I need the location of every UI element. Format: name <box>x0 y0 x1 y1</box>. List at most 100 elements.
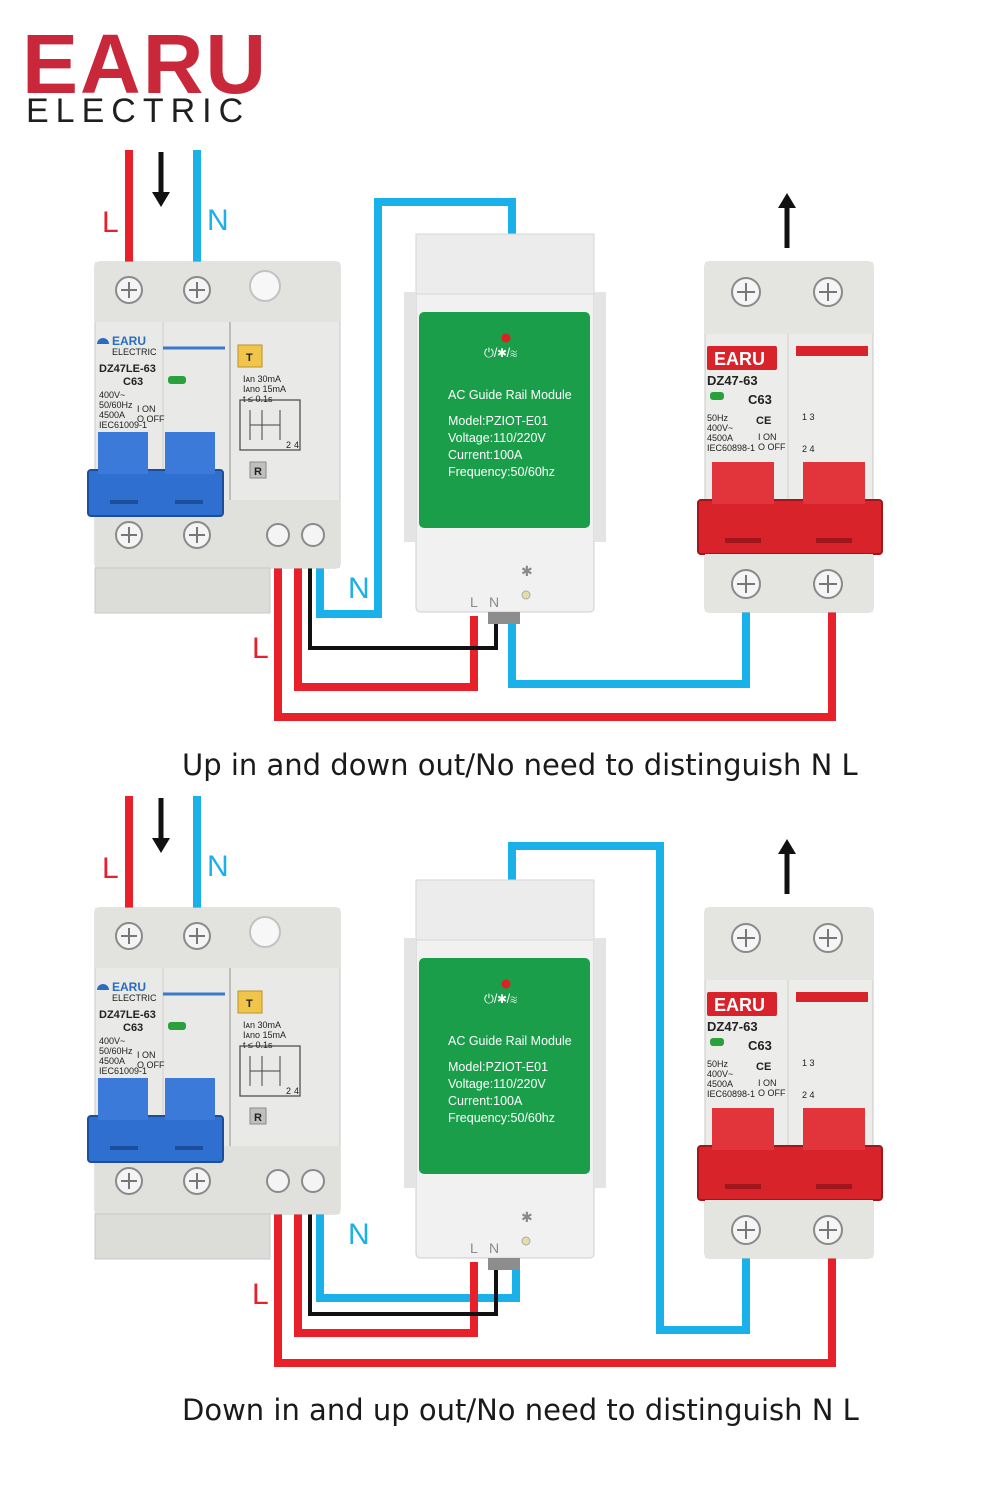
ground-bridge-wire <box>308 566 498 650</box>
caption-top: Up in and down out/No need to distinguis… <box>182 748 858 782</box>
guide-rail-module <box>403 879 607 1271</box>
ce-mark: CE <box>756 1061 771 1073</box>
rcbo-on: I ON <box>137 1050 156 1060</box>
module-terminal-n: N <box>489 1240 499 1256</box>
rcbo-test-button: T <box>246 352 253 364</box>
live-feed-wire <box>294 562 478 691</box>
module-frequency: Frequency:50/60hz <box>448 1111 555 1125</box>
neutral-label: N <box>207 204 229 237</box>
live-label: L <box>252 1278 269 1311</box>
live-label: L <box>102 852 119 885</box>
module-current: Current:100A <box>448 448 523 462</box>
module-terminal-l: L <box>470 594 478 610</box>
live-label: L <box>102 206 119 239</box>
mcb-spec-capacity: 4500A <box>707 1079 733 1089</box>
rcbo-term-2: 2 <box>286 1086 291 1096</box>
mcb-rating: C63 <box>748 392 772 407</box>
bluetooth-icon: ✱ <box>521 563 533 579</box>
mcb-on: I ON <box>758 1078 777 1088</box>
logo-brand: EARU <box>22 17 268 111</box>
rcbo-standard: IEC61009-1 <box>99 1066 147 1076</box>
mcb-model: DZ47-63 <box>707 373 758 388</box>
bluetooth-icon: ✱ <box>521 1209 533 1225</box>
module-frequency: Frequency:50/60hz <box>448 465 555 479</box>
live-label: L <box>252 632 269 665</box>
guide-rail-module <box>403 233 607 625</box>
rcbo-term-4: 4 <box>294 1086 299 1096</box>
rcbo-term-4: 4 <box>294 440 299 450</box>
rcbo-breaker <box>86 260 342 615</box>
module-current: Current:100A <box>448 1094 523 1108</box>
live-feed-wire <box>294 1208 478 1337</box>
module-voltage: Voltage:110/220V <box>448 1077 546 1091</box>
rcbo-standard: IEC61009-1 <box>99 420 147 430</box>
module-model: Model:PZIOT-E01 <box>448 414 548 428</box>
ground-bridge-wire <box>308 1212 498 1316</box>
live-out-wire <box>274 562 836 721</box>
neutral-label: N <box>348 572 370 605</box>
module-status-icons: ⏻/✱/≋ <box>484 992 517 1006</box>
ce-mark: CE <box>756 415 771 427</box>
rcbo-brand: EARU <box>112 334 146 348</box>
rcbo-trip-time: t ≤ 0.1s <box>243 1040 273 1050</box>
rcbo-model: DZ47LE-63 <box>99 363 156 375</box>
rcbo-trip-time: t ≤ 0.1s <box>243 394 273 404</box>
mcb-standard: IEC60898-1 <box>707 1089 755 1099</box>
rcbo-leak-rated: Iᴀn 30mA <box>243 1020 281 1030</box>
mcb-brand: EARU <box>714 995 765 1015</box>
mcb-spec-frequency: 50Hz <box>707 1059 729 1069</box>
rcbo-reset: R <box>254 466 262 478</box>
mcb-spec-capacity: 4500A <box>707 433 733 443</box>
rcbo-term-2: 2 <box>286 440 291 450</box>
rcbo-brand-sub: ELECTRIC <box>112 347 157 357</box>
mcb-spec-frequency: 50Hz <box>707 413 729 423</box>
module-model: Model:PZIOT-E01 <box>448 1060 548 1074</box>
rcbo-rating: C63 <box>123 1022 143 1034</box>
rcbo-breaker <box>86 906 342 1261</box>
rcbo-reset: R <box>254 1112 262 1124</box>
neutral-label: N <box>207 850 229 883</box>
mcb-terminal-24: 2 4 <box>802 444 815 454</box>
mcb-off: O OFF <box>758 442 786 452</box>
mcb-brand: EARU <box>714 349 765 369</box>
live-out-wire <box>274 1208 836 1367</box>
rcbo-spec-voltage: 400V~ <box>99 390 125 400</box>
rcbo-off: O OFF <box>137 1060 165 1070</box>
rcbo-spec-frequency: 50/60Hz <box>99 1046 133 1056</box>
rcbo-leak-rated: Iᴀn 30mA <box>243 374 281 384</box>
brand-logo: EARU ELECTRIC <box>22 17 268 130</box>
mcb-standard: IEC60898-1 <box>707 443 755 453</box>
rcbo-spec-capacity: 4500A <box>99 410 125 420</box>
rcbo-off: O OFF <box>137 414 165 424</box>
module-voltage: Voltage:110/220V <box>448 431 546 445</box>
mcb-spec-voltage: 400V~ <box>707 1069 733 1079</box>
mcb-off: O OFF <box>758 1088 786 1098</box>
neutral-label: N <box>348 1218 370 1251</box>
mcb-terminal-24: 2 4 <box>802 1090 815 1100</box>
module-terminal-l: L <box>470 1240 478 1256</box>
mcb-rating: C63 <box>748 1038 772 1053</box>
mcb-terminal-13: 1 3 <box>802 1058 815 1068</box>
neutral-feed-wire <box>316 198 516 618</box>
rcbo-leak-non-op: Iᴀno 15mA <box>243 384 286 394</box>
mcb-model: DZ47-63 <box>707 1019 758 1034</box>
rcbo-test-button: T <box>246 998 253 1010</box>
mcb-spec-voltage: 400V~ <box>707 423 733 433</box>
rcbo-leak-non-op: Iᴀno 15mA <box>243 1030 286 1040</box>
rcbo-spec-voltage: 400V~ <box>99 1036 125 1046</box>
rcbo-spec-capacity: 4500A <box>99 1056 125 1066</box>
rcbo-model: DZ47LE-63 <box>99 1009 156 1021</box>
rcbo-spec-frequency: 50/60Hz <box>99 400 133 410</box>
caption-bottom: Down in and up out/No need to distinguis… <box>182 1393 859 1427</box>
mcb-on: I ON <box>758 432 777 442</box>
module-title: AC Guide Rail Module <box>448 388 572 402</box>
module-title: AC Guide Rail Module <box>448 1034 572 1048</box>
module-status-icons: ⏻/✱/≋ <box>484 346 517 360</box>
module-terminal-n: N <box>489 594 499 610</box>
diagram-up-in-down-out: L N EARU ELECTRIC DZ47LE-63 C63 400V~ 50… <box>86 150 883 782</box>
rcbo-rating: C63 <box>123 376 143 388</box>
neutral-out-wire <box>508 598 750 688</box>
diagram-down-in-up-out: L N EARU ELECTRIC DZ47LE-63 C63 400V~ 50… <box>86 796 883 1427</box>
logo-subtitle: ELECTRIC <box>26 92 250 130</box>
